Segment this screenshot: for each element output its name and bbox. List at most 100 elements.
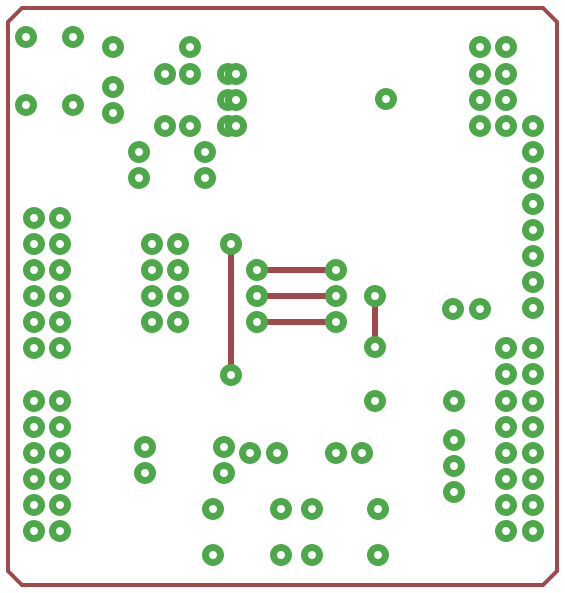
drill-hole	[277, 551, 285, 559]
drill-hole	[30, 501, 38, 509]
drill-hole	[382, 95, 390, 103]
drill-hole	[161, 122, 169, 130]
drill-hole	[502, 397, 510, 405]
drill-hole	[109, 43, 117, 51]
drill-hole	[232, 96, 240, 104]
drill-hole	[148, 240, 156, 248]
drill-hole	[332, 266, 340, 274]
drill-hole	[174, 292, 182, 300]
drill-hole	[450, 488, 458, 496]
drill-hole	[529, 278, 537, 286]
drill-hole	[30, 240, 38, 248]
drill-hole	[371, 292, 379, 300]
drill-hole	[476, 305, 484, 313]
drill-hole	[371, 397, 379, 405]
board-outline	[6, 6, 559, 587]
drill-hole	[30, 292, 38, 300]
drill-hole	[141, 443, 149, 451]
drill-hole	[30, 449, 38, 457]
drill-hole	[476, 96, 484, 104]
drill-hole	[186, 43, 194, 51]
drill-hole	[502, 96, 510, 104]
drill-hole	[502, 344, 510, 352]
drill-hole	[529, 174, 537, 182]
drill-hole	[529, 226, 537, 234]
drill-hole	[141, 469, 149, 477]
drill-hole	[332, 449, 340, 457]
drill-hole	[56, 266, 64, 274]
drill-hole	[186, 122, 194, 130]
drill-hole	[450, 397, 458, 405]
drill-hole	[135, 174, 143, 182]
drill-hole	[476, 70, 484, 78]
drill-hole	[30, 423, 38, 431]
drill-hole	[220, 469, 228, 477]
drill-hole	[358, 449, 366, 457]
drill-hole	[22, 101, 30, 109]
drill-hole	[529, 527, 537, 535]
drill-hole	[109, 83, 117, 91]
drill-hole	[56, 318, 64, 326]
drill-hole	[135, 148, 143, 156]
drill-hole	[22, 33, 30, 41]
drill-hole	[30, 318, 38, 326]
drill-hole	[69, 101, 77, 109]
drill-hole	[186, 70, 194, 78]
drill-hole	[220, 443, 228, 451]
drill-hole	[502, 501, 510, 509]
drill-hole	[529, 397, 537, 405]
drill-hole	[529, 148, 537, 156]
drill-hole	[529, 252, 537, 260]
drill-hole	[529, 344, 537, 352]
drill-hole	[56, 240, 64, 248]
drill-hole	[253, 292, 261, 300]
drill-hole	[374, 505, 382, 513]
drill-hole	[502, 370, 510, 378]
drill-hole	[148, 266, 156, 274]
drill-hole	[529, 370, 537, 378]
drill-hole	[529, 304, 537, 312]
drill-hole	[502, 475, 510, 483]
drill-hole	[449, 305, 457, 313]
drill-hole	[227, 371, 235, 379]
drill-hole	[476, 122, 484, 130]
drill-hole	[529, 122, 537, 130]
drill-hole	[502, 423, 510, 431]
drill-hole	[174, 318, 182, 326]
drill-hole	[148, 318, 156, 326]
drill-hole	[502, 43, 510, 51]
drill-hole	[174, 266, 182, 274]
drill-hole	[30, 475, 38, 483]
drill-hole	[56, 527, 64, 535]
drill-hole	[201, 174, 209, 182]
drill-hole	[56, 397, 64, 405]
drill-hole	[56, 475, 64, 483]
drill-hole	[109, 109, 117, 117]
drill-hole	[529, 200, 537, 208]
drill-hole	[529, 423, 537, 431]
drill-hole	[56, 449, 64, 457]
drill-hole	[502, 70, 510, 78]
drill-hole	[227, 240, 235, 248]
drill-hole	[56, 344, 64, 352]
drill-hole	[273, 449, 281, 457]
drill-hole	[201, 148, 209, 156]
drill-hole	[56, 423, 64, 431]
drill-hole	[30, 344, 38, 352]
drill-hole	[246, 449, 254, 457]
drill-hole	[450, 462, 458, 470]
drill-hole	[56, 292, 64, 300]
drill-hole	[30, 214, 38, 222]
drill-hole	[502, 527, 510, 535]
drill-hole	[30, 397, 38, 405]
drill-hole	[209, 551, 217, 559]
pad-group	[15, 26, 544, 566]
drill-hole	[308, 505, 316, 513]
drill-hole	[332, 318, 340, 326]
drill-hole	[253, 266, 261, 274]
drill-hole	[253, 318, 261, 326]
drill-hole	[529, 449, 537, 457]
drill-hole	[371, 343, 379, 351]
drill-hole	[502, 122, 510, 130]
